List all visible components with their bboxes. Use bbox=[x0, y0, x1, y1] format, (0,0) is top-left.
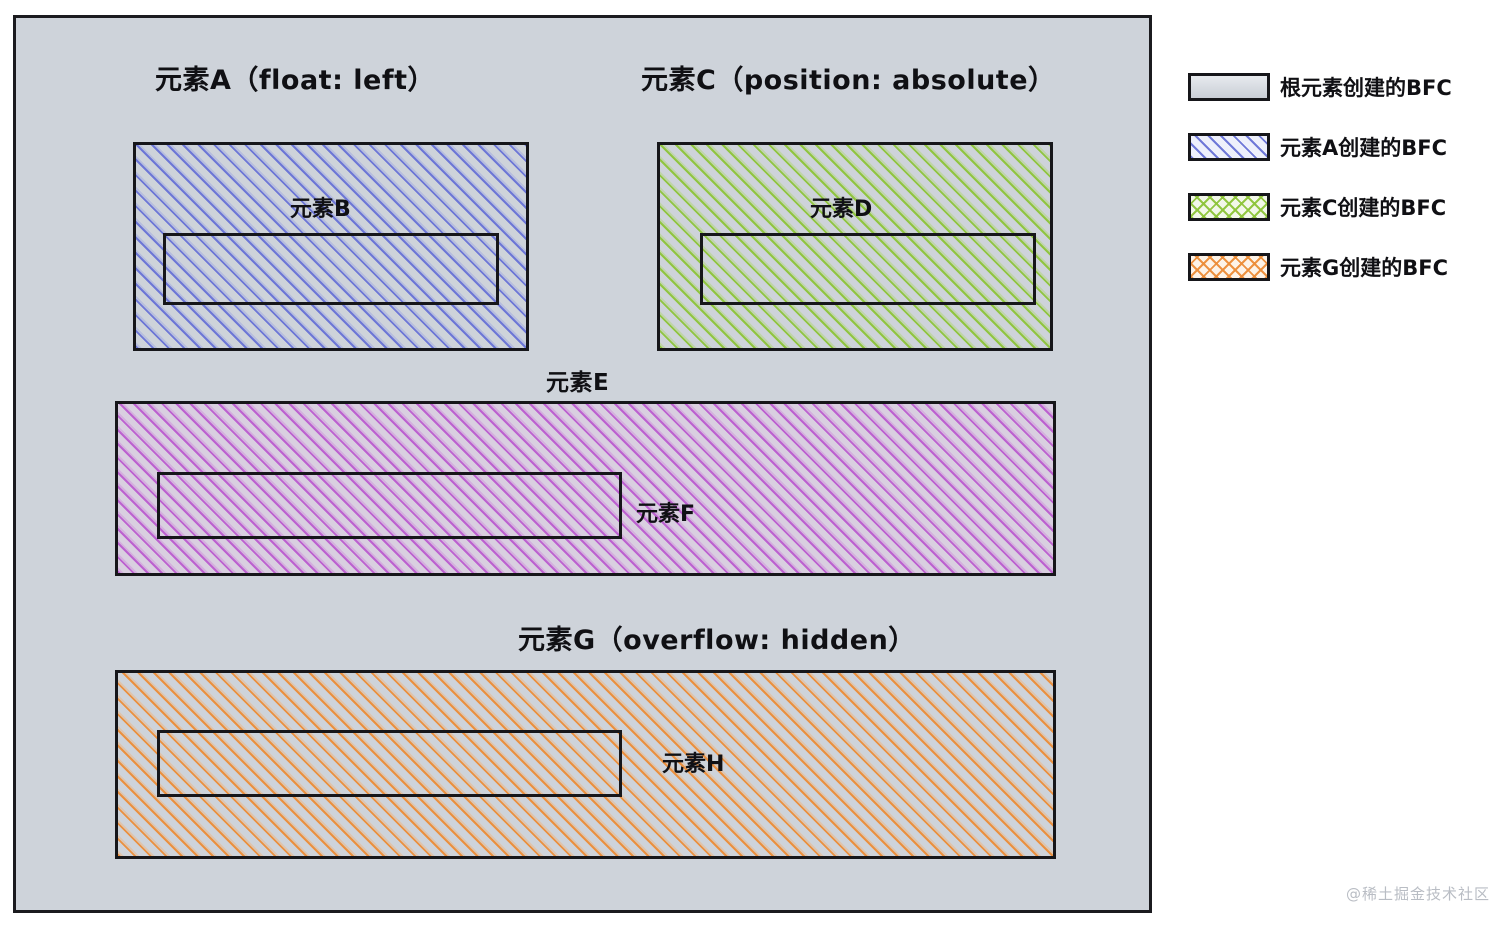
legend-label-element-a: 元素A创建的BFC bbox=[1280, 136, 1448, 160]
element-f-box bbox=[157, 472, 622, 539]
element-a-box: 元素B bbox=[133, 142, 529, 351]
legend-item-element-g: 元素G创建的BFC bbox=[1188, 250, 1506, 284]
plain-swatch-icon bbox=[1188, 73, 1270, 101]
element-f-label: 元素F bbox=[636, 502, 696, 527]
caption-element-c: 元素C（position: absolute） bbox=[641, 65, 1056, 96]
legend-item-element-a: 元素A创建的BFC bbox=[1188, 130, 1506, 164]
element-b-box bbox=[163, 233, 499, 305]
element-d-label: 元素D bbox=[810, 197, 873, 222]
green-crosshatch-swatch-icon bbox=[1188, 193, 1270, 221]
element-g-box: 元素H bbox=[115, 670, 1056, 859]
element-c-box: 元素D bbox=[657, 142, 1053, 351]
caption-element-a: 元素A（float: left） bbox=[155, 65, 435, 96]
legend-label-element-g: 元素G创建的BFC bbox=[1280, 256, 1448, 280]
element-h-label: 元素H bbox=[662, 752, 725, 777]
blue-hatch-swatch-icon bbox=[1188, 133, 1270, 161]
element-h-box bbox=[157, 730, 622, 797]
legend: 根元素创建的BFC 元素A创建的BFC 元素C创建的BFC 元素G创建的BFC bbox=[1188, 70, 1506, 310]
element-e-box: 元素F bbox=[115, 401, 1056, 576]
caption-element-e: 元素E bbox=[546, 370, 610, 396]
legend-label-element-c: 元素C创建的BFC bbox=[1280, 196, 1447, 220]
element-d-box bbox=[700, 233, 1036, 305]
legend-label-root: 根元素创建的BFC bbox=[1280, 76, 1452, 100]
watermark: @稀土掘金技术社区 bbox=[1345, 885, 1490, 903]
orange-crosshatch-swatch-icon bbox=[1188, 253, 1270, 281]
legend-item-root: 根元素创建的BFC bbox=[1188, 70, 1506, 104]
element-b-label: 元素B bbox=[290, 197, 351, 222]
caption-element-g: 元素G（overflow: hidden） bbox=[518, 625, 916, 656]
legend-item-element-c: 元素C创建的BFC bbox=[1188, 190, 1506, 224]
root-bfc-container: 元素A（float: left） 元素C（position: absolute）… bbox=[13, 15, 1152, 913]
